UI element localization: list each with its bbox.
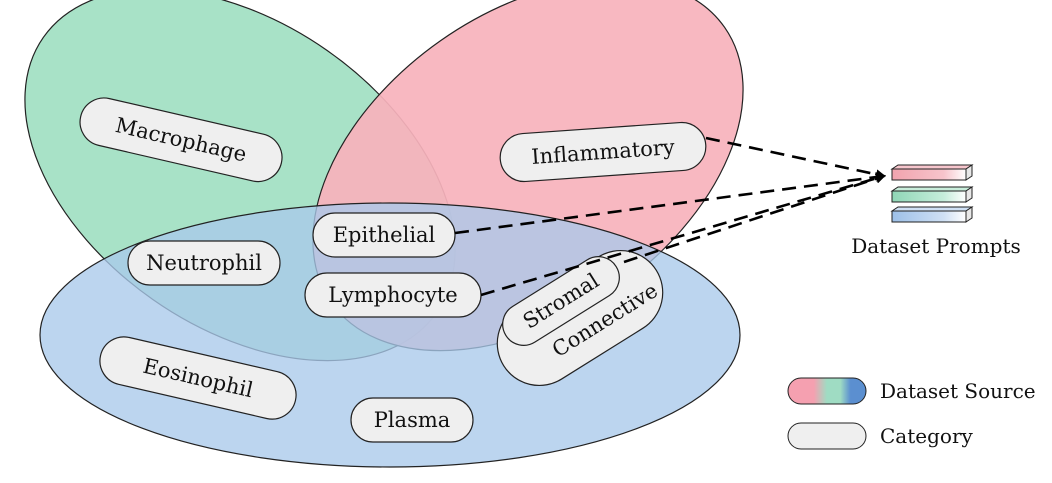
prompt-bar-blue [890,206,974,223]
label-lymphocyte: Lymphocyte [328,283,457,307]
label-neutrophil: Neutrophil [146,251,262,275]
arrow-stromal [623,173,886,264]
arrow-lymphocyte [480,173,886,297]
pill-inflammatory: Inflammatory [499,121,707,183]
prompt-bar-red [890,164,974,181]
pill-neutrophil: Neutrophil [127,240,281,286]
pill-epithelial: Epithelial [312,212,456,258]
legend-label-category: Category [880,424,974,448]
legend-swatch-category [787,422,867,450]
dataset-prompts-label: Dataset Prompts [851,234,1021,258]
legend-label-dataset-source: Dataset Source [880,379,1036,403]
arrow-inflammatory [705,136,886,180]
prompt-bar-green [890,186,974,203]
legend: Dataset Source Category [787,377,1036,450]
pill-lymphocyte: Lymphocyte [304,272,482,318]
label-epithelial: Epithelial [333,223,436,247]
pill-eosinophil: Eosinophil [99,336,297,420]
pill-plasma: Plasma [350,397,474,443]
prompt-arrows [454,136,886,297]
arrow-epithelial [454,172,886,235]
dataset-prompts-stack: Dataset Prompts [851,164,1021,258]
legend-swatch-dataset-source [787,377,867,405]
label-plasma: Plasma [374,408,451,432]
